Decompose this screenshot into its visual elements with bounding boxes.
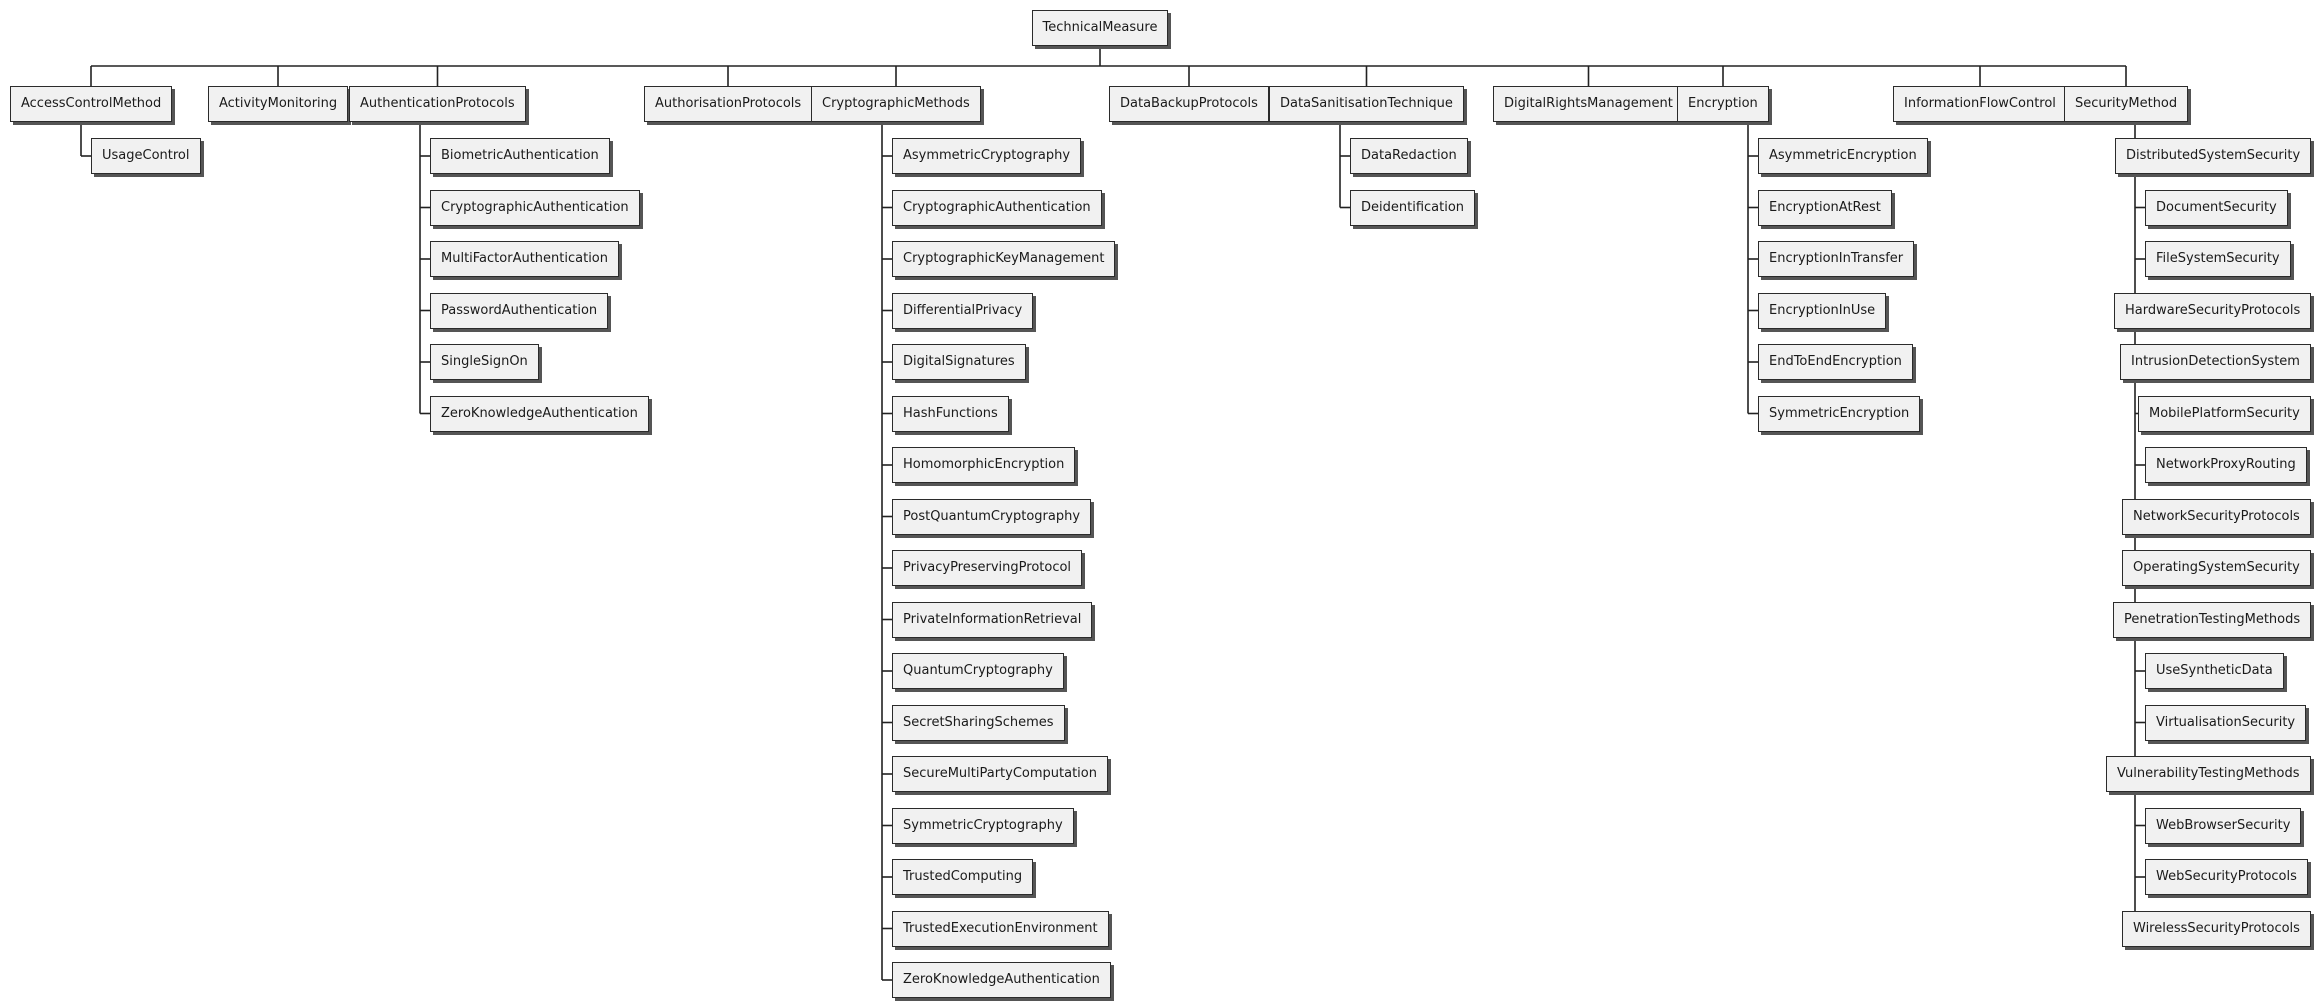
node-biometric-authentication: BiometricAuthentication [430,138,610,174]
node-hardware-security-protocols: HardwareSecurityProtocols [2114,292,2312,329]
node-deidentification: Deidentification [1350,189,1476,226]
node-password-authentication: PasswordAuthentication [430,292,609,329]
node-document-security: DocumentSecurity [2145,189,2288,226]
node-post-quantum-cryptography: PostQuantumCryptography [892,498,1092,535]
node-network-security-protocols: NetworkSecurityProtocols [2122,498,2311,535]
node-encryption: Encryption [1677,86,1769,122]
node-digital-rights-management: DigitalRightsManagement [1493,86,1684,122]
node-access-control-method: AccessControlMethod [10,86,173,122]
node-single-sign-on: SingleSignOn [430,344,539,380]
node-homomorphic-encryption: HomomorphicEncryption [892,447,1076,483]
node-data-redaction: DataRedaction [1350,138,1468,174]
node-end-to-end-encryption: EndToEndEncryption [1758,344,1913,380]
node-virtualisation-security: VirtualisationSecurity [2145,704,2307,741]
node-file-system-security: FileSystemSecurity [2145,241,2291,277]
node-private-information-retrieval: PrivateInformationRetrieval [892,601,1093,638]
node-zero-knowledge-authentication: ZeroKnowledgeAuthentication [892,962,1111,998]
node-network-proxy-routing: NetworkProxyRouting [2145,447,2307,483]
node-symmetric-cryptography: SymmetricCryptography [892,807,1074,844]
node-differential-privacy: DifferentialPrivacy [892,292,1034,329]
node-vulnerability-testing-methods: VulnerabilityTestingMethods [2106,756,2311,792]
node-secure-multi-party-computation: SecureMultiPartyComputation [892,756,1108,792]
node-digital-signatures: DigitalSignatures [892,344,1026,380]
node-hash-functions: HashFunctions [892,395,1009,432]
node-authentication-protocols: AuthenticationProtocols [349,86,526,122]
node-cryptographic-authentication: CryptographicAuthentication [892,189,1102,226]
node-secret-sharing-schemes: SecretSharingSchemes [892,704,1065,741]
node-web-security-protocols: WebSecurityProtocols [2145,859,2308,895]
node-information-flow-control: InformationFlowControl [1893,86,2067,122]
node-asymmetric-cryptography: AsymmetricCryptography [892,138,1082,174]
node-authorisation-protocols: AuthorisationProtocols [644,86,813,122]
node-data-backup-protocols: DataBackupProtocols [1109,86,1269,122]
node-zero-knowledge-authentication: ZeroKnowledgeAuthentication [430,395,649,432]
node-distributed-system-security: DistributedSystemSecurity [2115,138,2312,174]
node-security-method: SecurityMethod [2064,86,2189,122]
node-trusted-execution-environment: TrustedExecutionEnvironment [892,910,1109,947]
node-multi-factor-authentication: MultiFactorAuthentication [430,241,620,277]
node-technical-measure: TechnicalMeasure [1031,10,1169,46]
node-cryptographic-methods: CryptographicMethods [811,86,981,122]
node-usage-control: UsageControl [91,138,201,174]
node-data-sanitisation-technique: DataSanitisationTechnique [1269,86,1464,122]
node-web-browser-security: WebBrowserSecurity [2145,807,2302,844]
node-activity-monitoring: ActivityMonitoring [208,86,349,122]
node-encryption-in-transfer: EncryptionInTransfer [1758,241,1915,277]
node-encryption-at-rest: EncryptionAtRest [1758,189,1892,226]
node-asymmetric-encryption: AsymmetricEncryption [1758,138,1928,174]
node-quantum-cryptography: QuantumCryptography [892,653,1064,689]
node-use-synthetic-data: UseSyntheticData [2145,653,2284,689]
node-trusted-computing: TrustedComputing [892,859,1034,895]
node-cryptographic-key-management: CryptographicKeyManagement [892,241,1116,277]
node-wireless-security-protocols: WirelessSecurityProtocols [2122,910,2311,947]
node-symmetric-encryption: SymmetricEncryption [1758,395,1921,432]
node-operating-system-security: OperatingSystemSecurity [2122,550,2311,586]
node-mobile-platform-security: MobilePlatformSecurity [2138,395,2311,432]
node-encryption-in-use: EncryptionInUse [1758,292,1887,329]
node-intrusion-detection-system: IntrusionDetectionSystem [2120,344,2311,380]
node-cryptographic-authentication: CryptographicAuthentication [430,189,640,226]
node-privacy-preserving-protocol: PrivacyPreservingProtocol [892,550,1083,586]
node-penetration-testing-methods: PenetrationTestingMethods [2113,601,2312,638]
